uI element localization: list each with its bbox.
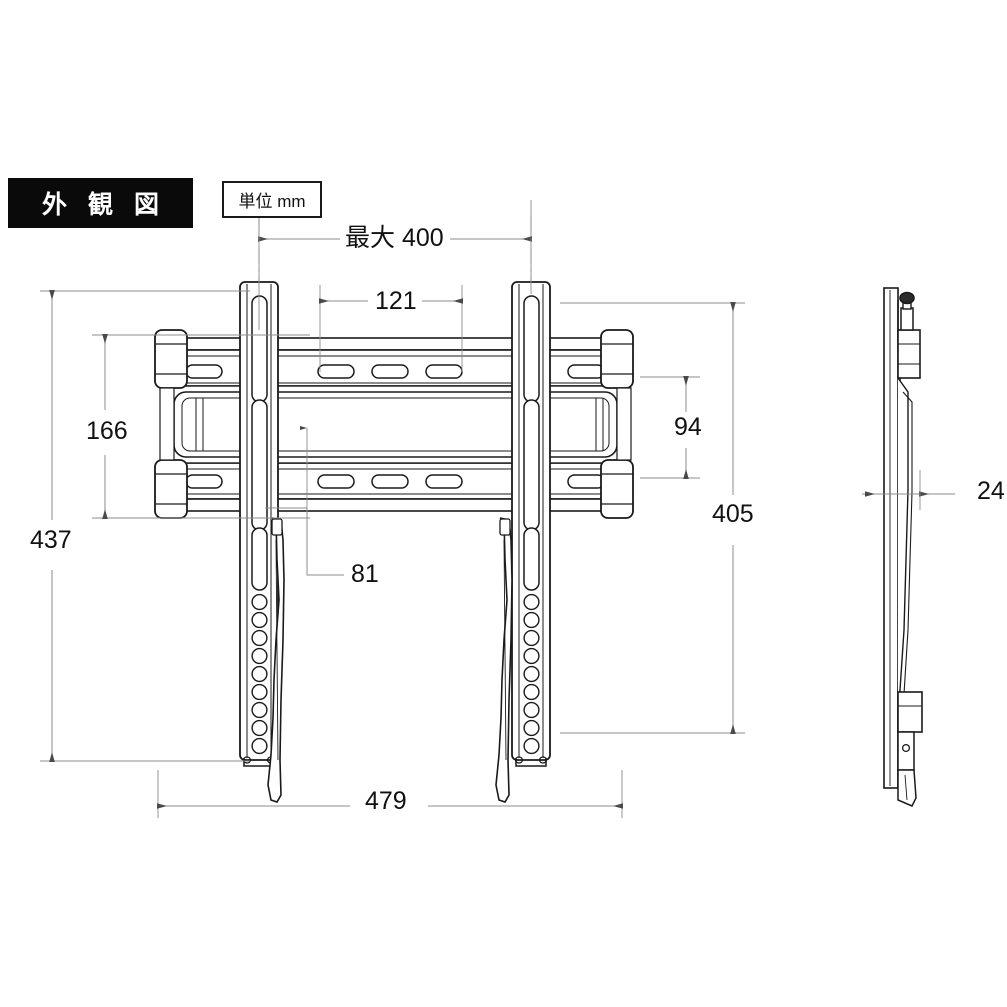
dim-label-depth: 24 — [972, 479, 1007, 504]
left-end-cap — [154, 329, 188, 519]
dim-437 — [40, 290, 250, 762]
dim-24 — [862, 470, 955, 510]
right-vertical-post — [511, 281, 551, 767]
dim-166 — [92, 334, 310, 519]
dim-label-max-width: 最大 400 — [340, 226, 449, 251]
dim-label-81: 81 — [346, 562, 384, 587]
dim-label-mount-height: 405 — [707, 502, 759, 527]
left-vertical-post — [239, 281, 279, 767]
dim-label-overall-height: 437 — [25, 528, 77, 553]
front-elevation — [154, 281, 634, 803]
dim-label-inner-height-right: 94 — [669, 415, 707, 440]
lower-horizontal-rail — [159, 462, 631, 512]
dim-label-overall-width: 479 — [360, 789, 412, 814]
right-end-cap — [600, 329, 634, 519]
center-frame — [167, 385, 624, 464]
unit-note-box: 単位 mm — [222, 181, 322, 218]
side-elevation — [883, 287, 923, 807]
dim-121 — [319, 285, 463, 372]
right-release-strap — [495, 517, 513, 803]
dim-94 — [640, 376, 700, 479]
dimension-lines — [40, 200, 955, 818]
dim-405 — [560, 302, 745, 734]
left-release-strap — [267, 517, 285, 803]
dim-label-inner-width: 121 — [370, 289, 422, 314]
dim-479 — [157, 770, 623, 818]
upper-horizontal-rail — [159, 337, 631, 387]
page-title: 外 観 図 — [8, 178, 193, 228]
dim-label-inner-height-left: 166 — [81, 419, 133, 444]
